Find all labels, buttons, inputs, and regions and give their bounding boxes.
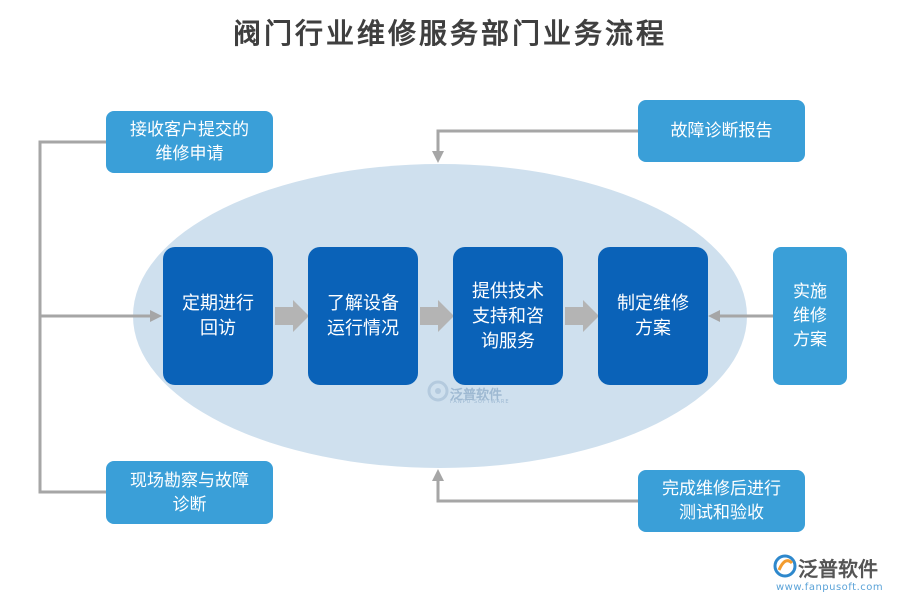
watermark-name: 泛普软件 [450, 388, 503, 403]
step-label-2: 了解设备 运行情况 [327, 293, 399, 339]
block-arrow-1 [275, 300, 309, 332]
diagnosis-report-box: 故障诊断报告 [638, 100, 805, 162]
watermark-sub: FANPU SOFTWARE [450, 399, 510, 405]
test-accept-label: 完成维修后进行 测试和验收 [662, 479, 781, 523]
arrowhead-diagnosis-report [432, 151, 444, 163]
diagram-title: 阀门行业维修服务部门业务流程 [232, 17, 667, 50]
receive-request-label: 接收客户提交的 维修申请 [130, 120, 249, 164]
implement-repair-label: 实施 维修 方案 [793, 282, 827, 350]
step-box-3: 提供技术 支持和咨 询服务 [453, 247, 563, 385]
step-box-2: 了解设备 运行情况 [308, 247, 418, 385]
arrowhead-implement [708, 310, 720, 322]
step-label-1: 定期进行 回访 [182, 293, 254, 339]
test-accept-box: 完成维修后进行 测试和验收 [638, 470, 805, 532]
site-survey-box: 现场勘察与故障 诊断 [106, 461, 273, 524]
site-survey-label: 现场勘察与故障 诊断 [130, 470, 249, 515]
step-box-1: 定期进行 回访 [163, 247, 273, 385]
step-label-3: 提供技术 支持和咨 询服务 [472, 280, 544, 352]
arrowhead-test-accept [432, 469, 444, 481]
arrowhead-step1 [150, 310, 162, 322]
logo-name: 泛普软件 [798, 557, 878, 581]
watermark-icon [427, 380, 449, 402]
block-arrow-2 [420, 300, 454, 332]
logo-url: www.fanpusoft.com [776, 582, 884, 593]
block-arrow-3 [565, 300, 599, 332]
step-box-4: 制定维修 方案 [598, 247, 708, 385]
step-label-4: 制定维修 方案 [617, 293, 689, 339]
implement-repair-box: 实施 维修 方案 [773, 247, 847, 385]
receive-request-box: 接收客户提交的 维修申请 [106, 111, 273, 173]
connector-test-accept [436, 480, 638, 503]
logo-icon [773, 554, 797, 578]
connector-diagnosis-report [436, 129, 638, 152]
diagnosis-report-label: 故障诊断报告 [670, 121, 773, 141]
